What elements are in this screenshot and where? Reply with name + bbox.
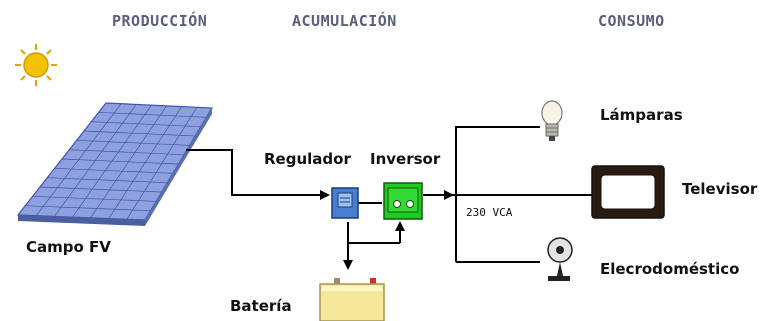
header-produccion: PRODUCCIÓN	[112, 12, 208, 30]
label-televisor: Televisor	[682, 180, 758, 198]
label-inversor: Inversor	[370, 150, 441, 168]
lamp-icon	[541, 100, 563, 141]
regulator-icon	[331, 187, 359, 219]
solar-panel-icon	[16, 102, 214, 226]
header-consumo: CONSUMO	[598, 12, 665, 30]
label-bateria: Batería	[230, 297, 292, 315]
television-icon	[591, 165, 665, 219]
inverter-icon	[383, 182, 423, 220]
voltage-label: 230 VCA	[466, 206, 513, 219]
header-acumulacion: ACUMULACIÓN	[292, 12, 397, 30]
label-regulador: Regulador	[264, 150, 351, 168]
label-electrodomestico: Elecrodoméstico	[600, 260, 740, 278]
label-lamparas: Lámparas	[600, 106, 683, 124]
battery-icon	[319, 278, 385, 321]
label-campo-fv: Campo FV	[26, 238, 111, 256]
sun-icon	[15, 44, 57, 86]
appliance-icon	[547, 237, 573, 281]
wiring	[186, 126, 592, 270]
